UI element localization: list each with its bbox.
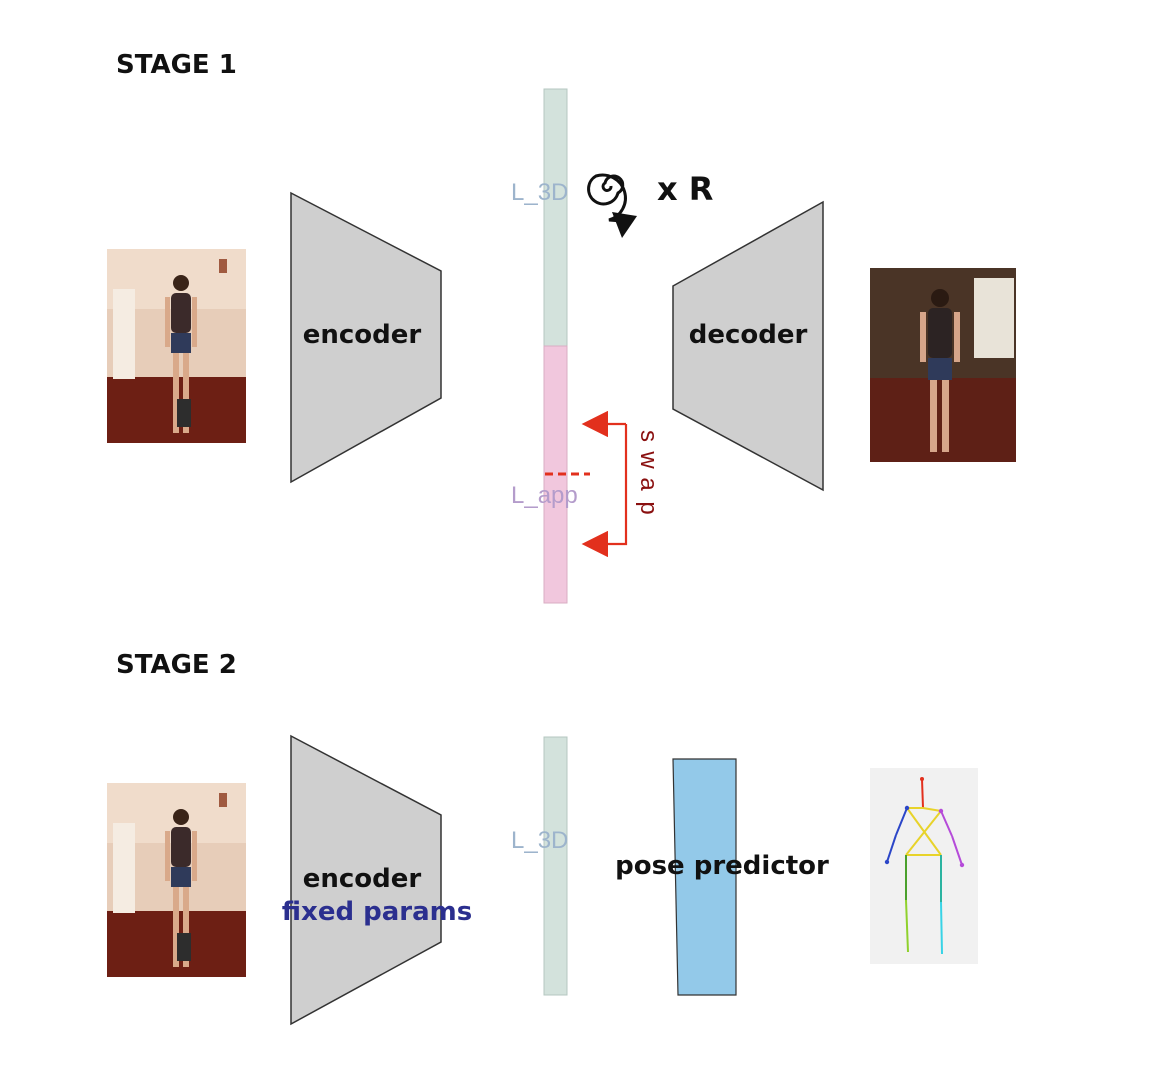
fixed-params-label: fixed params (282, 897, 472, 927)
latent-app-bar-stage1 (543, 345, 568, 604)
decoder-label: decoder (689, 320, 808, 350)
latent-3d-bar-stage1 (543, 88, 568, 347)
stage2-title: STAGE 2 (116, 650, 237, 680)
encoder-label-stage1: encoder (303, 320, 422, 350)
swap-letter-a: a (635, 477, 662, 491)
pose-predictor-label: pose predictor (615, 851, 829, 881)
encoder-label-stage2: encoder (303, 864, 422, 894)
encoder-block-stage2 (290, 734, 442, 1026)
rotation-icon (587, 173, 637, 238)
pose-predictor-block (672, 758, 737, 996)
skeleton-icon (870, 768, 978, 964)
latent-3d-label-stage1: L_3D (511, 179, 568, 206)
latent-3d-bar-stage2 (543, 736, 568, 996)
swap-arrows (581, 410, 628, 558)
swap-label: s w a p (635, 430, 662, 515)
output-photo-stage1 (870, 268, 1016, 462)
swap-letter-p: p (635, 501, 662, 514)
rotation-label: x R (657, 170, 713, 208)
input-photo-stage2 (107, 783, 246, 977)
swap-letter-s: s (635, 430, 662, 442)
latent-3d-label-stage2: L_3D (511, 827, 568, 854)
stage1-title: STAGE 1 (116, 50, 237, 80)
decoder-block (672, 200, 824, 492)
input-photo-stage1 (107, 249, 246, 443)
swap-letter-w: w (635, 450, 662, 469)
latent-app-label-stage1: L_app (511, 482, 578, 509)
encoder-block-stage1 (290, 191, 442, 484)
